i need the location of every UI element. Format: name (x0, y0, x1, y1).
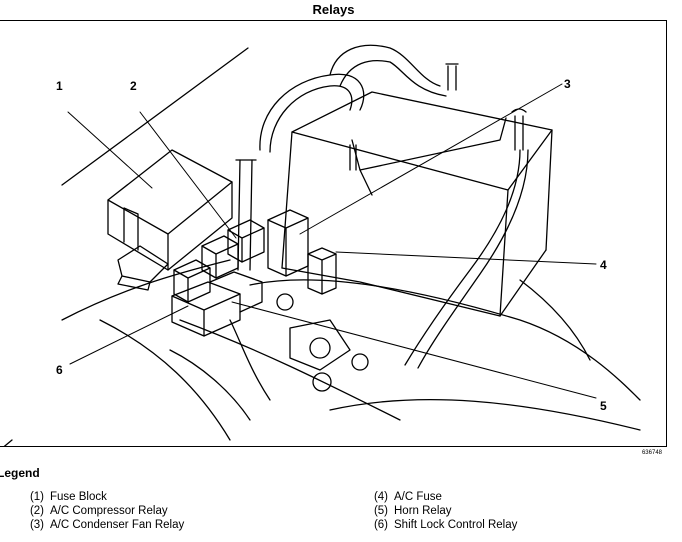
legend-item-number: (5) (373, 505, 388, 517)
legend-item-label: Shift Lock Control Relay (394, 519, 518, 531)
callout-1: 1 (56, 79, 63, 93)
legend-item-number: (1) (29, 491, 44, 503)
legend-item-number: (3) (29, 519, 44, 531)
figure-frame (0, 20, 667, 447)
legend-item-label: A/C Fuse (394, 491, 442, 503)
legend-item-number: (4) (373, 491, 388, 503)
legend-item: (2) A/C Compressor Relay (22, 504, 184, 518)
legend-item-number: (2) (29, 505, 44, 517)
legend-item-number: (6) (373, 519, 388, 531)
legend-column-left: (1) Fuse Block (2) A/C Compressor Relay (3… (22, 490, 184, 532)
legend-item-label: Horn Relay (394, 505, 452, 517)
legend-item-label: A/C Compressor Relay (50, 505, 168, 517)
relay-location-illustration: 1 2 3 4 5 6 (2, 44, 641, 447)
legend-item-label: A/C Condenser Fan Relay (50, 519, 185, 531)
legend-column-right: (4) A/C Fuse (5) Horn Relay (6) Shift Lock … (366, 490, 517, 532)
legend-item: (3) A/C Condenser Fan Relay (22, 518, 184, 532)
callout-6: 6 (56, 363, 63, 377)
header-bar: Relays (0, 0, 667, 21)
callout-4: 4 (600, 258, 607, 272)
page-title: Relays (312, 2, 355, 17)
legend-item: (6) Shift Lock Control Relay (366, 518, 517, 532)
legend-item: (1) Fuse Block (22, 490, 184, 504)
callout-2: 2 (130, 79, 137, 93)
callout-3: 3 (564, 77, 571, 91)
legend-item: (5) Horn Relay (366, 504, 517, 518)
figure-id: 636748 (641, 450, 662, 456)
callout-5: 5 (600, 399, 607, 413)
legend-title: Legend (0, 466, 40, 480)
legend-item-label: Fuse Block (50, 491, 107, 503)
legend-item: (4) A/C Fuse (366, 490, 517, 504)
